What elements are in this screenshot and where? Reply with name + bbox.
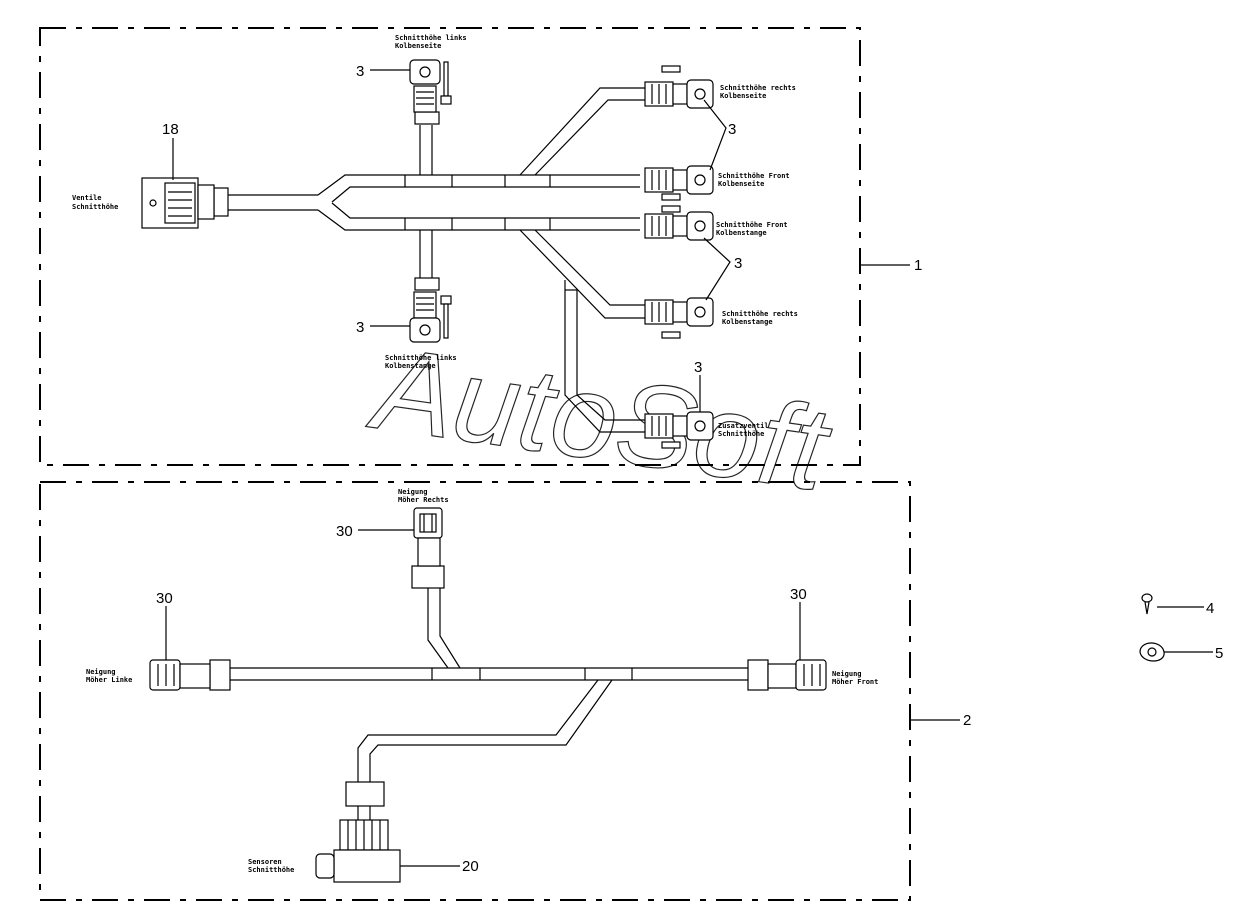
connector-rechts-kolbenstange bbox=[644, 297, 714, 339]
connector-30-top bbox=[413, 507, 443, 567]
harness-2-callouts: 30 30 30 20 2 bbox=[156, 523, 971, 875]
label-links-kolbenseite-2: Kolbenseite bbox=[395, 42, 441, 50]
frame-harness-1 bbox=[39, 27, 861, 466]
callout-20: 20 bbox=[462, 858, 479, 875]
callout-30-top: 30 bbox=[336, 523, 353, 540]
label-neigung-front-2: Möher Front bbox=[832, 678, 878, 686]
harness-1-labels: Ventile Schnitthöhe Schnitthöhe links Ko… bbox=[72, 34, 798, 438]
harness-1-cables bbox=[213, 87, 645, 433]
label-neigung-links: Neigung bbox=[86, 668, 116, 676]
harness-1-callouts: 18 3 3 3 3 3 1 bbox=[162, 63, 922, 412]
callout-3-bottom: 3 bbox=[356, 319, 364, 336]
label-rechts-kolbenseite-2: Kolbenseite bbox=[720, 92, 766, 100]
label-neigung-links-2: Möher Linke bbox=[86, 676, 132, 684]
callout-3-zusatz: 3 bbox=[694, 359, 702, 376]
connector-rechts-kolbenseite bbox=[644, 65, 714, 109]
label-sensoren: Sensoren bbox=[248, 858, 282, 866]
label-front-kolbenstange: Schnitthöhe Front bbox=[716, 221, 788, 229]
label-front-kolbenseite: Schnitthöhe Front bbox=[718, 172, 790, 180]
connector-front-kolbenseite bbox=[644, 165, 714, 201]
label-rechts-kolbenstange: Schnitthöhe rechts bbox=[722, 310, 798, 318]
label-front-kolbenseite-2: Kolbenseite bbox=[718, 180, 764, 188]
label-links-kolbenstange: Schnitthöhe links bbox=[385, 354, 457, 362]
frame-harness-2 bbox=[39, 481, 911, 901]
label-links-kolbenstange-2: Kolbenstange bbox=[385, 362, 436, 370]
harness-2-cables bbox=[209, 565, 769, 820]
label-links-kolbenseite: Schnitthöhe links bbox=[395, 34, 467, 42]
connector-30-left bbox=[149, 659, 211, 691]
label-rechts-kolbenseite: Schnitthöhe rechts bbox=[720, 84, 796, 92]
callout-30-right: 30 bbox=[790, 586, 807, 603]
connector-20-sensoren bbox=[315, 819, 401, 883]
connector-top bbox=[409, 59, 452, 113]
callout-3-right-upper: 3 bbox=[728, 121, 736, 138]
label-neigung-rechts-2: Möher Rechts bbox=[398, 496, 449, 504]
label-neigung-rechts: Neigung bbox=[398, 488, 428, 496]
label-front-kolbenstange-2: Kolbenstange bbox=[716, 229, 767, 237]
callout-3-top: 3 bbox=[356, 63, 364, 80]
label-zusatzventil-2: Schnitthöhe bbox=[718, 430, 764, 438]
label-ventile: Ventile bbox=[72, 194, 102, 202]
connector-front-kolbenstange bbox=[644, 205, 714, 241]
clip-part-5: 5 bbox=[1139, 642, 1223, 662]
screw-part-4: 4 bbox=[1141, 593, 1214, 617]
harness-2-labels: Neigung Möher Rechts Neigung Möher Linke… bbox=[86, 488, 878, 874]
label-zusatzventil: Zusatzventil bbox=[718, 422, 769, 430]
callout-4: 4 bbox=[1206, 600, 1214, 617]
callout-5: 5 bbox=[1215, 645, 1223, 662]
connector-bottom bbox=[409, 291, 452, 343]
connector-30-right bbox=[767, 659, 827, 691]
callout-1: 1 bbox=[914, 257, 922, 274]
connector-zusatzventil bbox=[644, 411, 714, 449]
label-neigung-front: Neigung bbox=[832, 670, 862, 678]
callout-2: 2 bbox=[963, 712, 971, 729]
label-sensoren-2: Schnitthöhe bbox=[248, 866, 294, 874]
connector-18 bbox=[141, 177, 215, 229]
label-rechts-kolbenstange-2: Kolbenstange bbox=[722, 318, 773, 326]
callout-18: 18 bbox=[162, 121, 179, 138]
label-ventile-2: Schnitthöhe bbox=[72, 203, 118, 211]
callout-3-right-lower: 3 bbox=[734, 255, 742, 272]
callout-30-left: 30 bbox=[156, 590, 173, 607]
watermark: AutoSoft bbox=[362, 321, 839, 516]
